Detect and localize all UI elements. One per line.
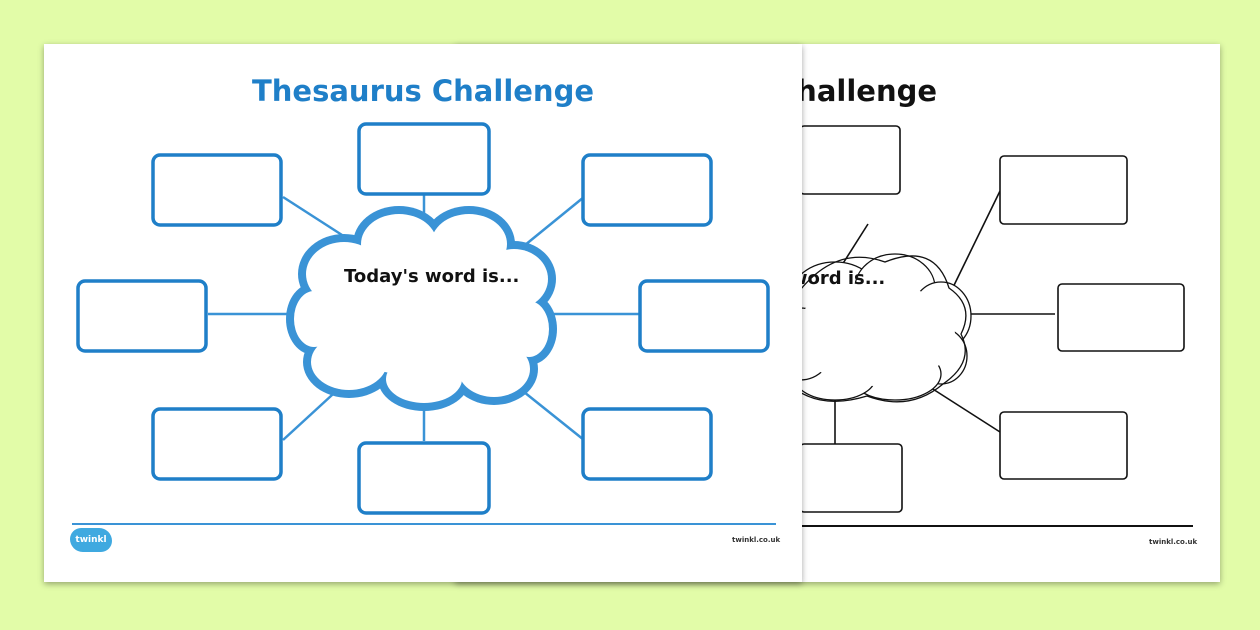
answer-box <box>151 407 283 481</box>
answer-box <box>1057 283 1185 352</box>
footer-divider <box>72 523 776 525</box>
mind-map-diagram-colour <box>76 122 770 515</box>
site-url: twinkl.co.uk <box>732 536 781 544</box>
answer-box <box>581 407 713 481</box>
worksheet-colour: Thesaurus Challenge Today's word is... t… <box>44 44 802 582</box>
footer-divider-bw <box>800 525 1193 527</box>
connector-line <box>924 383 1001 433</box>
cloud-prompt: Today's word is... <box>344 266 520 287</box>
site-url-bw: twinkl.co.uk <box>1149 538 1198 546</box>
answer-box <box>357 122 491 196</box>
answer-box <box>581 153 713 227</box>
mind-map-diagram-bw <box>765 125 1185 513</box>
twinkl-logo: twinkl <box>70 528 112 552</box>
answer-box <box>151 153 283 227</box>
answer-box <box>76 279 208 353</box>
answer-box <box>799 125 901 195</box>
answer-box <box>638 279 770 353</box>
answer-box <box>999 155 1128 225</box>
worksheet-title: Thesaurus Challenge <box>252 74 594 108</box>
answer-box <box>999 411 1128 480</box>
answer-box <box>357 441 491 515</box>
answer-box <box>799 443 903 513</box>
